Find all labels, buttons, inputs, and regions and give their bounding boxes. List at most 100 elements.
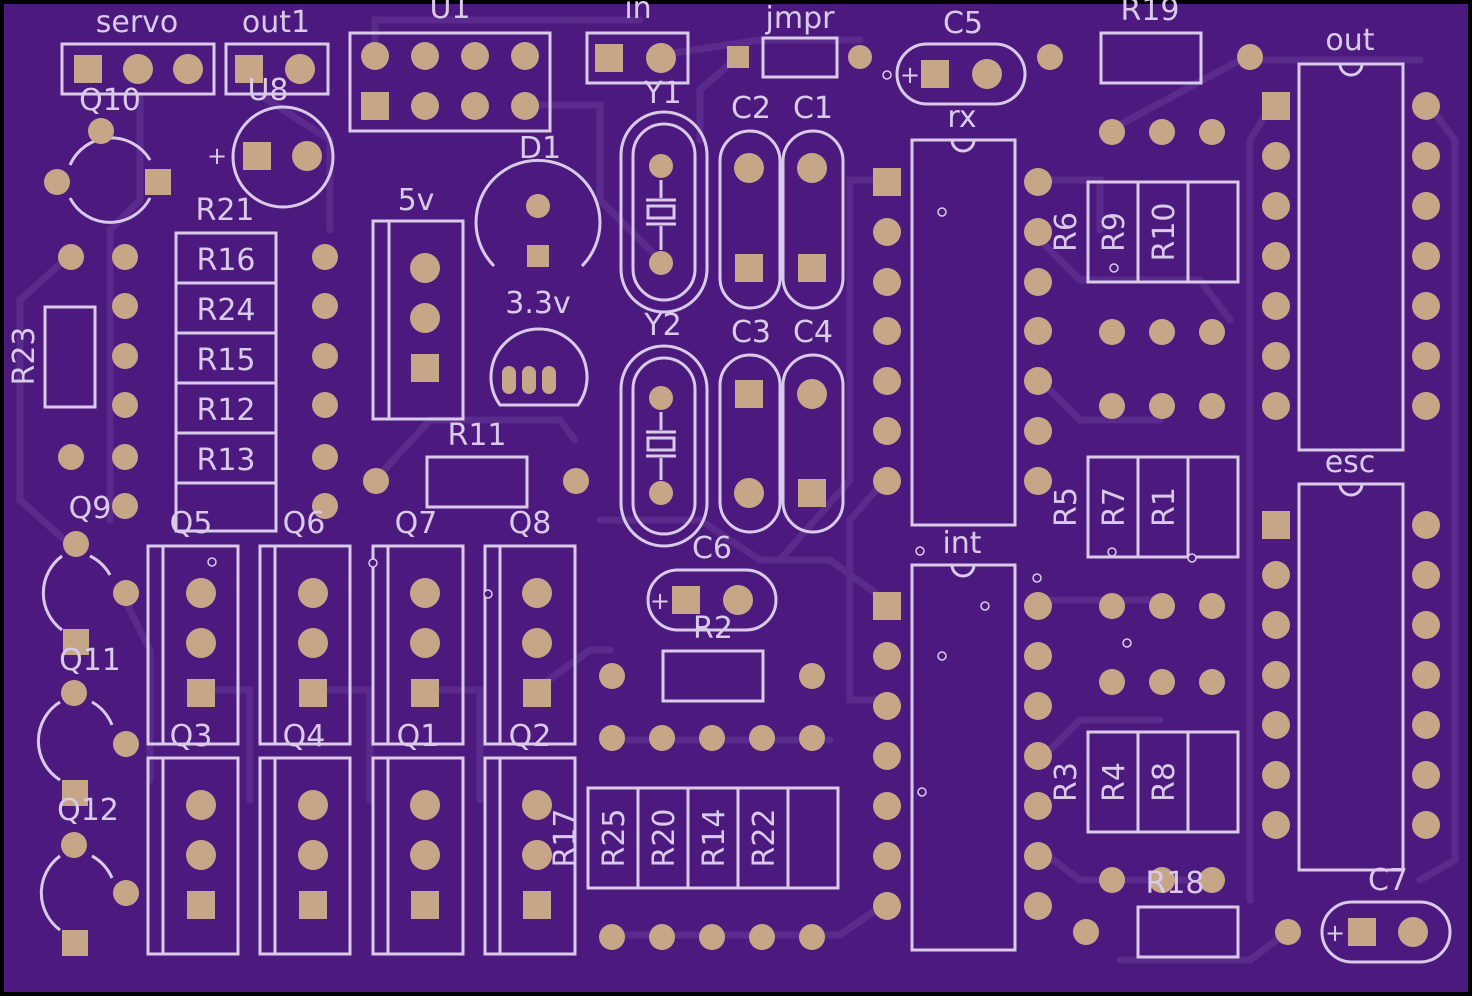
esc-ic-pin[interactable]	[1262, 711, 1290, 739]
int-ic-pin[interactable]	[873, 842, 901, 870]
c2-pad-1[interactable]	[735, 254, 763, 282]
q11-pad[interactable]	[113, 731, 139, 757]
q8-pad[interactable]	[522, 628, 552, 658]
q1-pad[interactable]	[410, 840, 440, 870]
esc-ic-pin[interactable]	[1412, 661, 1440, 689]
resistor-pad[interactable]	[1199, 393, 1225, 419]
int-ic-pin[interactable]	[1024, 842, 1052, 870]
out-ic-pin[interactable]	[1262, 342, 1290, 370]
resistor-pad[interactable]	[1099, 119, 1125, 145]
resistor-pad[interactable]	[1099, 593, 1125, 619]
resistor-pad[interactable]	[599, 924, 625, 950]
out1-pad-2[interactable]	[285, 54, 315, 84]
c6-pad-2[interactable]	[723, 585, 753, 615]
resistor-pad[interactable]	[112, 444, 138, 470]
resistor-pad[interactable]	[699, 924, 725, 950]
d1-pad-1[interactable]	[527, 245, 549, 267]
esc-ic-pin[interactable]	[1262, 661, 1290, 689]
int-ic-pin[interactable]	[1024, 742, 1052, 770]
esc-ic-pin-1[interactable]	[1262, 511, 1290, 539]
u1-pad[interactable]	[411, 42, 439, 70]
q12-pad-1[interactable]	[62, 930, 88, 956]
r2-pad[interactable]	[799, 663, 825, 689]
c7-pad-2[interactable]	[1398, 917, 1428, 947]
r2-pad[interactable]	[599, 663, 625, 689]
resistor-pad[interactable]	[1099, 867, 1125, 893]
resistor-pad[interactable]	[312, 343, 338, 369]
q6-pad-1[interactable]	[299, 679, 327, 707]
c3-pad[interactable]	[734, 478, 764, 508]
resistor-pad[interactable]	[1149, 867, 1175, 893]
q7-pad-1[interactable]	[411, 679, 439, 707]
resistor-pad[interactable]	[649, 725, 675, 751]
q5-pad[interactable]	[186, 628, 216, 658]
u1-pad-1[interactable]	[361, 92, 389, 120]
esc-ic-pin[interactable]	[1262, 811, 1290, 839]
q12-pad[interactable]	[61, 832, 87, 858]
rx-ic-pin-1[interactable]	[873, 168, 901, 196]
esc-ic-pin[interactable]	[1412, 711, 1440, 739]
q11-pad[interactable]	[61, 680, 87, 706]
out-ic-pin-1[interactable]	[1262, 92, 1290, 120]
rx-ic-pin[interactable]	[1024, 268, 1052, 296]
rx-ic-pin[interactable]	[1024, 317, 1052, 345]
resistor-pad[interactable]	[1149, 119, 1175, 145]
resistor-pad[interactable]	[1199, 119, 1225, 145]
rx-ic-pin[interactable]	[873, 417, 901, 445]
int-ic-pin[interactable]	[873, 792, 901, 820]
int-ic-pin[interactable]	[873, 692, 901, 720]
resistor-pad[interactable]	[1149, 669, 1175, 695]
rx-ic-pin[interactable]	[1024, 417, 1052, 445]
resistor-pad[interactable]	[749, 725, 775, 751]
rx-ic-pin[interactable]	[1024, 218, 1052, 246]
resistor-pad[interactable]	[1199, 319, 1225, 345]
rx-ic-pin[interactable]	[873, 467, 901, 495]
q10-pad-1[interactable]	[145, 169, 171, 195]
resistor-pad[interactable]	[112, 493, 138, 519]
esc-ic-pin[interactable]	[1262, 561, 1290, 589]
r11-pad[interactable]	[563, 468, 589, 494]
int-ic-pin[interactable]	[1024, 692, 1052, 720]
c4-pad[interactable]	[797, 379, 827, 409]
out-ic-pin[interactable]	[1262, 392, 1290, 420]
y1-pad[interactable]	[649, 154, 673, 178]
rx-ic-pin[interactable]	[873, 367, 901, 395]
esc-ic-pin[interactable]	[1262, 611, 1290, 639]
resistor-pad[interactable]	[1149, 393, 1175, 419]
q3-pad-1[interactable]	[187, 891, 215, 919]
q1-pad-1[interactable]	[411, 891, 439, 919]
q2-pad-1[interactable]	[523, 891, 551, 919]
q10-pad[interactable]	[44, 169, 70, 195]
int-ic-pin[interactable]	[1024, 892, 1052, 920]
5v-regulator-pad[interactable]	[410, 253, 440, 283]
q1-pad[interactable]	[410, 790, 440, 820]
q9-pad-1[interactable]	[63, 629, 89, 655]
resistor-pad[interactable]	[112, 343, 138, 369]
int-ic-pin[interactable]	[1024, 592, 1052, 620]
out-ic-pin[interactable]	[1412, 192, 1440, 220]
q11-pad-1[interactable]	[62, 780, 88, 806]
u1-pad[interactable]	[361, 42, 389, 70]
q8-pad[interactable]	[522, 578, 552, 608]
servo-pad-2[interactable]	[123, 54, 153, 84]
resistor-pad[interactable]	[112, 293, 138, 319]
rx-ic-pin[interactable]	[873, 218, 901, 246]
resistor-pad[interactable]	[1099, 669, 1125, 695]
out-ic-pin[interactable]	[1262, 292, 1290, 320]
int-ic-pin[interactable]	[873, 742, 901, 770]
u8-pad-1[interactable]	[243, 142, 271, 170]
resistor-pad[interactable]	[312, 392, 338, 418]
out-ic-pin[interactable]	[1412, 242, 1440, 270]
out-ic-pin[interactable]	[1262, 192, 1290, 220]
c5-pad-1[interactable]	[921, 60, 949, 88]
3v3-regulator-pad[interactable]	[542, 366, 556, 394]
out-ic-pin[interactable]	[1412, 142, 1440, 170]
c7-pad-1[interactable]	[1348, 918, 1376, 946]
jmpr-pad-1[interactable]	[727, 46, 749, 68]
via-pad[interactable]	[1037, 44, 1063, 70]
out-ic-pin[interactable]	[1412, 342, 1440, 370]
resistor-pad[interactable]	[112, 392, 138, 418]
resistor-pad[interactable]	[699, 725, 725, 751]
3v3-regulator-pad[interactable]	[522, 366, 536, 394]
jmpr-pad-2[interactable]	[848, 45, 872, 69]
